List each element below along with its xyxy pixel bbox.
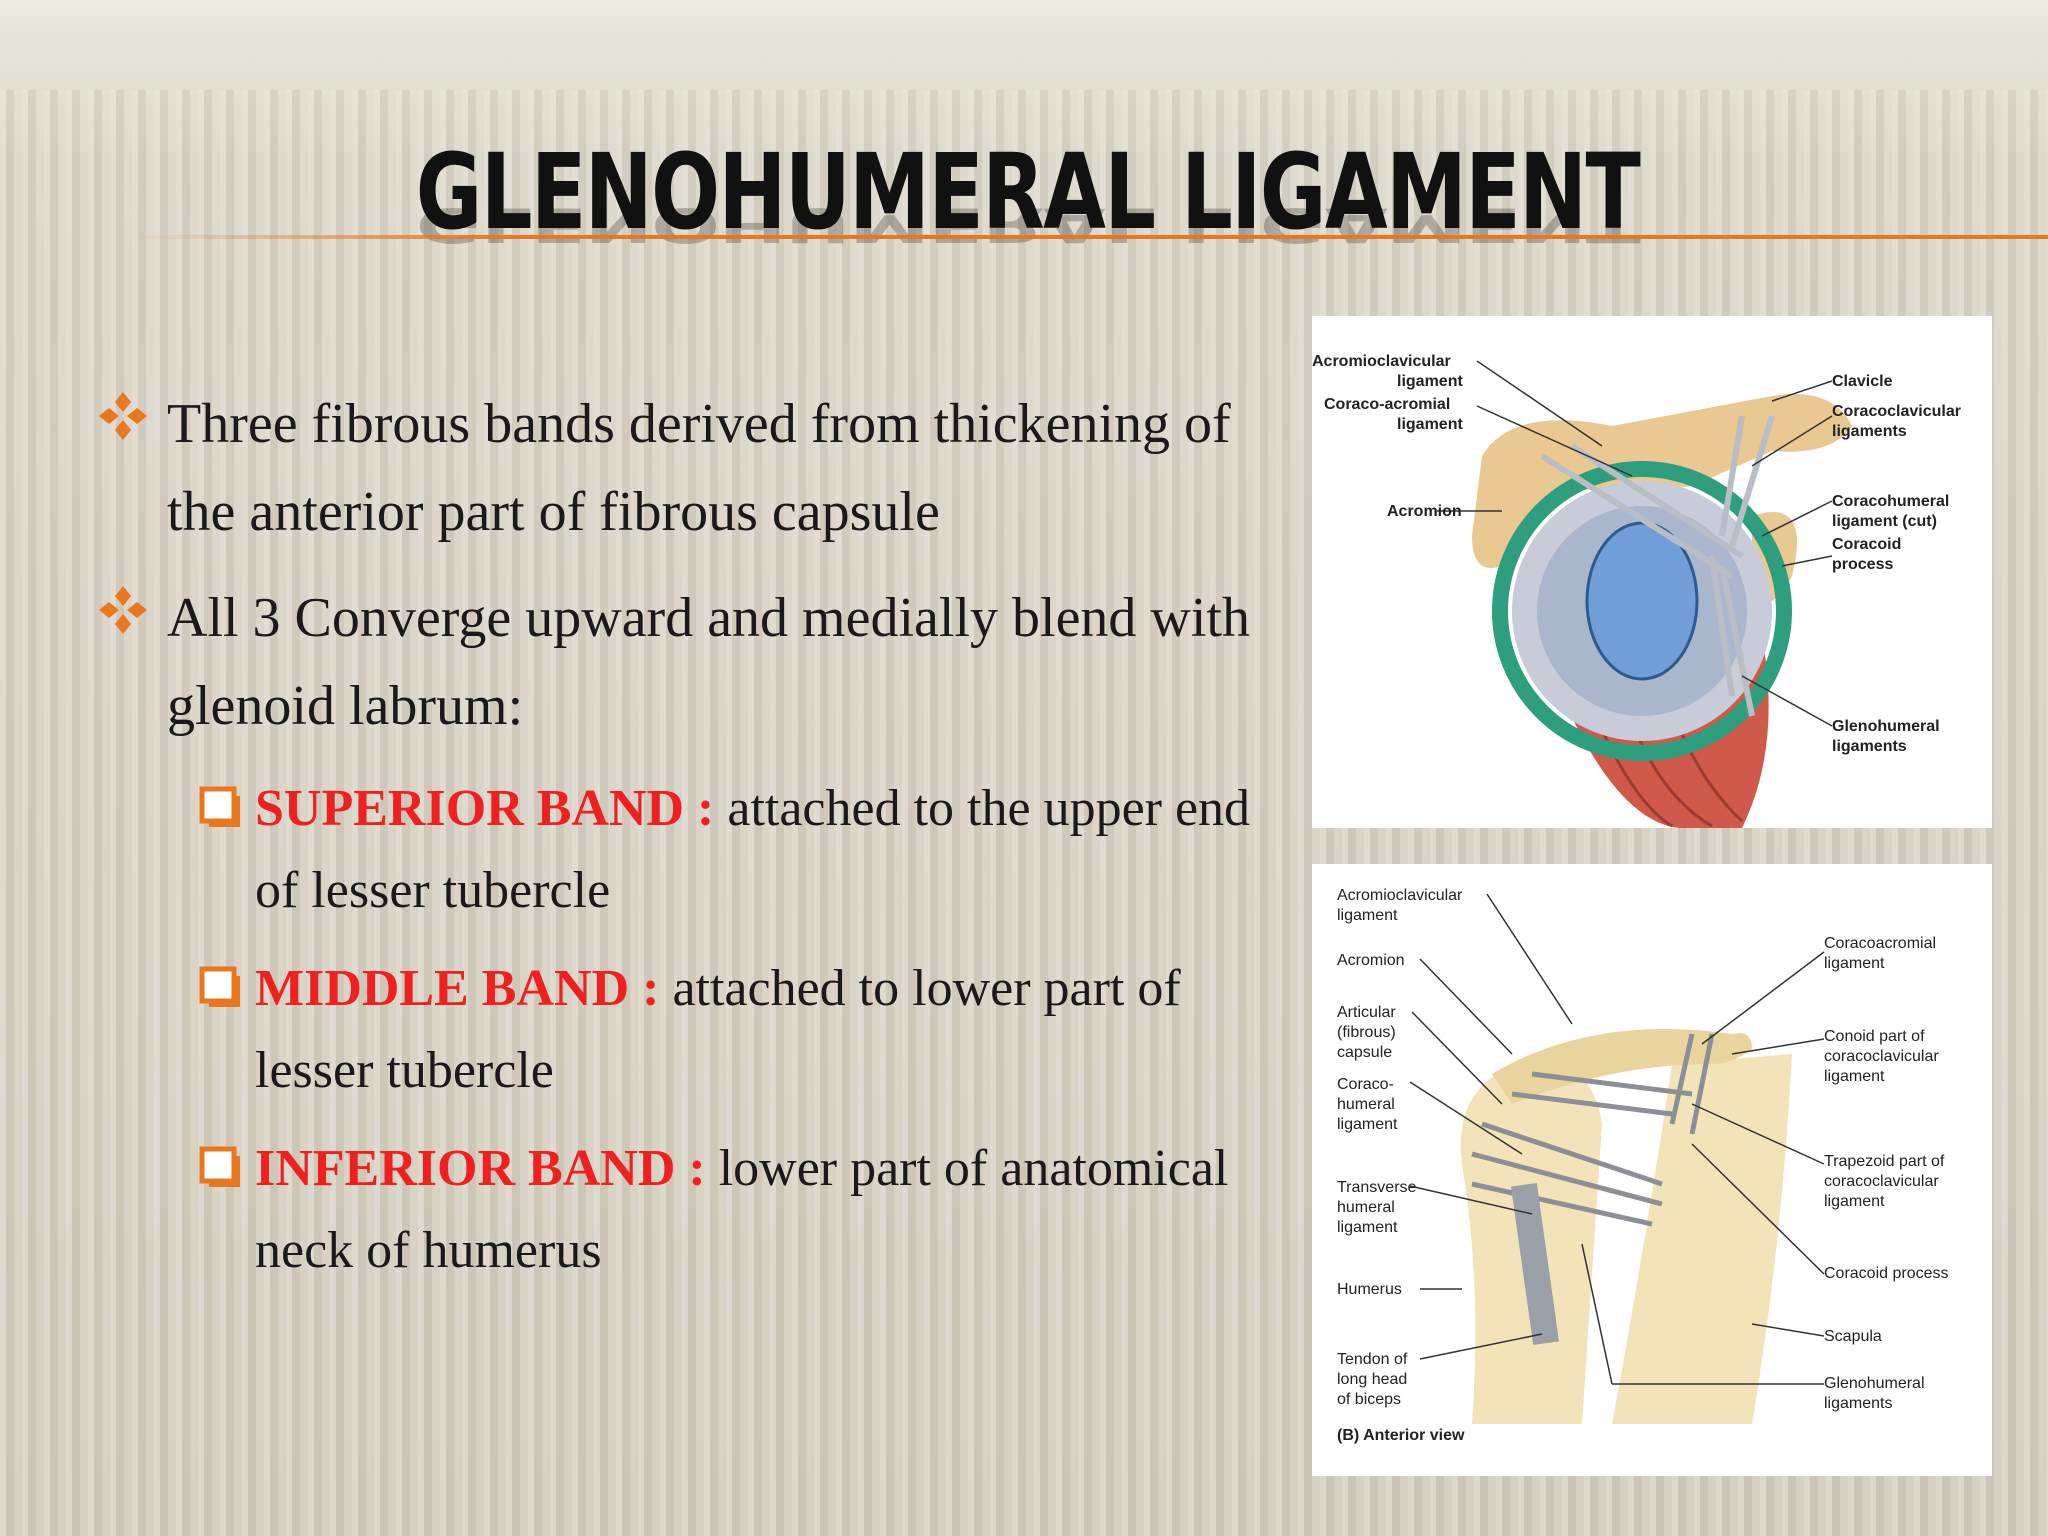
label-humerus: Humerus <box>1337 1281 1402 1298</box>
label-coracoacromial-l1: Coraco-acromial <box>1324 396 1450 413</box>
label-acromioclavicular-l2: ligament <box>1337 907 1398 924</box>
top-band <box>0 0 2048 90</box>
label-coracoid-l1: Coracoid <box>1832 536 1901 553</box>
diamond-bullet-icon <box>99 586 147 634</box>
band-text: attached to the upper end of lesser tube… <box>255 780 1251 919</box>
label-coracoclavicular-l1: Coracoclavicular <box>1832 403 1961 420</box>
band-text: lower part of anatomical neck of humerus <box>255 1140 1229 1279</box>
label-acromioclavicular-l1: Acromioclavicular <box>1312 353 1451 370</box>
band-item-middle: MIDDLE BAND : attached to lower part of … <box>95 948 1275 1112</box>
label-coracohumeral-l3: ligament <box>1337 1116 1398 1133</box>
label-tendon-l1: Tendon of <box>1337 1351 1408 1368</box>
slide-title: GLENOHUMERAL LIGAMENT <box>415 131 1641 253</box>
label-acromion: Acromion <box>1387 503 1462 520</box>
label-conoid-l2: coracoclavicular <box>1824 1048 1939 1065</box>
label-transverse-l2: humeral <box>1337 1199 1395 1216</box>
label-transverse-l1: Transverse <box>1337 1179 1417 1196</box>
label-articular-l3: capsule <box>1337 1044 1392 1061</box>
shoulder-illustration-bottom: Acromioclavicular ligament Acromion Arti… <box>1337 887 1949 1444</box>
label-glenohumeral-l2: ligaments <box>1824 1395 1892 1412</box>
label-trapezoid-l1: Trapezoid part of <box>1824 1153 1945 1170</box>
label-coracohumeral-l1: Coracohumeral <box>1832 493 1949 510</box>
label-view: (B) Anterior view <box>1337 1427 1465 1444</box>
label-articular-l2: (fibrous) <box>1337 1024 1396 1041</box>
label-acromion: Acromion <box>1337 952 1405 969</box>
label-trapezoid-l3: ligament <box>1824 1193 1885 1210</box>
bullet-item: All 3 Converge upward and medially blend… <box>95 574 1275 750</box>
band-item-inferior: INFERIOR BAND : lower part of anatomical… <box>95 1128 1275 1292</box>
band-label: MIDDLE BAND : <box>255 960 660 1017</box>
label-tendon-l2: long head <box>1337 1371 1407 1388</box>
label-coracoid-l2: process <box>1832 556 1893 573</box>
title-underline <box>130 235 2048 239</box>
label-glenohumeral-l1: Glenohumeral <box>1824 1375 1925 1392</box>
shoulder-joint-figure-bottom: Acromioclavicular ligament Acromion Arti… <box>1312 864 1992 1476</box>
checkbox-bullet-icon <box>199 1146 240 1187</box>
label-conoid-l3: ligament <box>1824 1068 1885 1085</box>
label-acromioclavicular-l1: Acromioclavicular <box>1337 887 1463 904</box>
shoulder-illustration-top: Acromioclavicular ligament Coraco-acromi… <box>1312 353 1961 829</box>
slide-content: Three fibrous bands derived from thicken… <box>95 380 1275 1308</box>
bullet-text: Three fibrous bands derived from thicken… <box>167 393 1231 543</box>
label-coracoacromial-l2: ligament <box>1824 955 1885 972</box>
shoulder-joint-figure-top: Acromioclavicular ligament Coraco-acromi… <box>1312 316 1992 829</box>
label-scapula: Scapula <box>1824 1328 1882 1345</box>
label-tendon-l3: of biceps <box>1337 1391 1401 1408</box>
bullet-item: Three fibrous bands derived from thicken… <box>95 380 1275 556</box>
label-glenohumeral-l2: ligaments <box>1832 738 1907 755</box>
label-trapezoid-l2: coracoclavicular <box>1824 1173 1939 1190</box>
checkbox-bullet-icon <box>199 786 240 827</box>
label-acromioclavicular-l2: ligament <box>1397 373 1463 390</box>
diamond-bullet-icon <box>99 392 147 440</box>
label-transverse-l3: ligament <box>1337 1219 1398 1236</box>
label-coracohumeral-l1: Coraco- <box>1337 1076 1394 1093</box>
label-coracohumeral-l2: ligament (cut) <box>1832 513 1937 530</box>
label-coracoacromial-l2: ligament <box>1397 416 1463 433</box>
label-glenohumeral-l1: Glenohumeral <box>1832 718 1940 735</box>
band-text: attached to lower part of lesser tubercl… <box>255 960 1181 1099</box>
label-coracoclavicular-l2: ligaments <box>1832 423 1907 440</box>
label-coracoacromial-l1: Coracoacromial <box>1824 935 1936 952</box>
label-coracoid: Coracoid process <box>1824 1265 1949 1282</box>
checkbox-bullet-icon <box>199 966 240 1007</box>
band-item-superior: SUPERIOR BAND : attached to the upper en… <box>95 768 1275 932</box>
label-conoid-l1: Conoid part of <box>1824 1028 1925 1045</box>
label-articular-l1: Articular <box>1337 1004 1396 1021</box>
band-label: SUPERIOR BAND : <box>255 780 715 837</box>
label-clavicle: Clavicle <box>1832 373 1893 390</box>
label-coracohumeral-l2: humeral <box>1337 1096 1395 1113</box>
bullet-text: All 3 Converge upward and medially blend… <box>167 587 1250 737</box>
band-label: INFERIOR BAND : <box>255 1140 706 1197</box>
